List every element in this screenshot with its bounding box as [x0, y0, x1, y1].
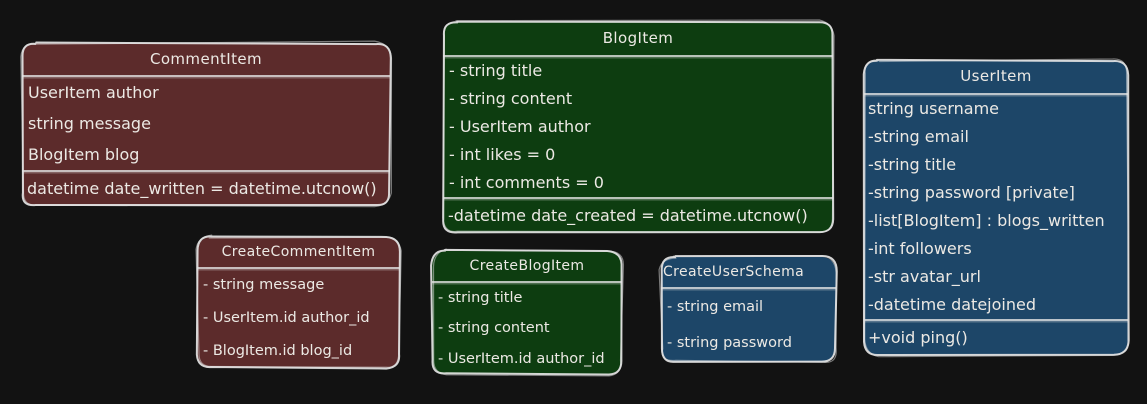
class-title: CreateCommentItem	[221, 244, 376, 260]
class-attributes: - string title - string content - UserItem…	[432, 283, 622, 374]
attribute-row: string message	[28, 114, 151, 133]
class-box-create-user-schema[interactable]: CreateUserSchema - string email - string p…	[658, 254, 838, 363]
class-attributes: - string email - string password	[661, 289, 836, 362]
attribute-row: string username	[868, 99, 1000, 118]
class-title: CreateUserSchema	[663, 264, 805, 280]
attribute-row: - UserItem.id author_id	[203, 310, 370, 326]
class-attributes: string username -string email -string titl…	[864, 95, 1128, 319]
class-title: CommentItem	[149, 50, 263, 68]
attribute-row: -string email	[868, 127, 969, 146]
class-box-body: CreateBlogItem - string title - string con…	[432, 251, 622, 374]
class-title: BlogItem	[602, 29, 674, 47]
class-title: CreateBlogItem	[469, 258, 585, 274]
class-box-create-blog-item[interactable]: CreateBlogItem - string title - string con…	[430, 248, 625, 377]
method-row: +void ping()	[868, 328, 968, 347]
class-title-divider	[22, 75, 390, 77]
attribute-row: -string title	[868, 155, 957, 174]
attribute-row: BlogItem blog	[28, 145, 140, 164]
method-row: datetime date_written = datetime.utcnow(…	[27, 179, 377, 198]
attribute-row: - string title	[438, 290, 523, 306]
class-box-create-comment-item[interactable]: CreateCommentItem - string message - UserI…	[195, 234, 402, 370]
class-title-divider	[432, 281, 622, 283]
class-box-user-item[interactable]: UserItem string username -string email -str…	[862, 58, 1130, 358]
attribute-row: - string title	[449, 61, 543, 80]
attribute-row: UserItem author	[28, 83, 159, 102]
class-attributes: - string message - UserItem.id author_id -…	[197, 269, 400, 368]
attribute-row: - int likes = 0	[449, 145, 556, 164]
class-methods: +void ping()	[864, 321, 1128, 355]
attribute-row: -int followers	[868, 239, 972, 258]
class-box-body: CreateUserSchema - string email - string p…	[661, 257, 836, 362]
class-box-body: CreateCommentItem - string message - UserI…	[197, 237, 400, 368]
attribute-row: -string password [private]	[868, 183, 1075, 202]
attribute-row: -datetime datejoined	[868, 295, 1036, 314]
class-attributes: - string title - string content - UserItem…	[443, 57, 833, 197]
attribute-row: - UserItem.id author_id	[438, 350, 605, 367]
class-method-divider	[864, 319, 1128, 321]
class-title-divider	[864, 93, 1128, 95]
class-methods: -datetime date_created = datetime.utcnow…	[443, 199, 833, 233]
class-title-divider	[661, 287, 836, 289]
method-row: -datetime date_created = datetime.utcnow…	[448, 206, 808, 225]
class-box-body: BlogItem- string title- string content- …	[443, 22, 833, 233]
class-methods: datetime date_written = datetime.utcnow(…	[22, 172, 390, 206]
class-box-blog-item[interactable]: BlogItem- string title- string content- …	[442, 19, 835, 234]
attribute-row: - BlogItem.id blog_id	[203, 343, 353, 359]
class-title-divider	[443, 55, 833, 57]
attribute-row: -list[BlogItem] : blogs_written	[868, 211, 1105, 230]
attribute-row: - int comments = 0	[449, 173, 604, 192]
class-method-divider	[443, 197, 833, 199]
class-title-divider	[197, 267, 400, 269]
attribute-row: - string email	[667, 299, 764, 315]
attribute-row: - string content	[438, 320, 550, 337]
attribute-row: -str avatar_url	[868, 267, 981, 286]
class-box-body: UserItem string username -string email -str…	[864, 60, 1128, 355]
class-method-divider	[22, 170, 390, 172]
attribute-row: - UserItem author	[449, 117, 591, 136]
attribute-row: - string password	[667, 335, 792, 351]
class-title: UserItem	[960, 67, 1032, 85]
attribute-row: - string content	[449, 89, 573, 108]
attribute-row: - string message	[203, 277, 325, 293]
